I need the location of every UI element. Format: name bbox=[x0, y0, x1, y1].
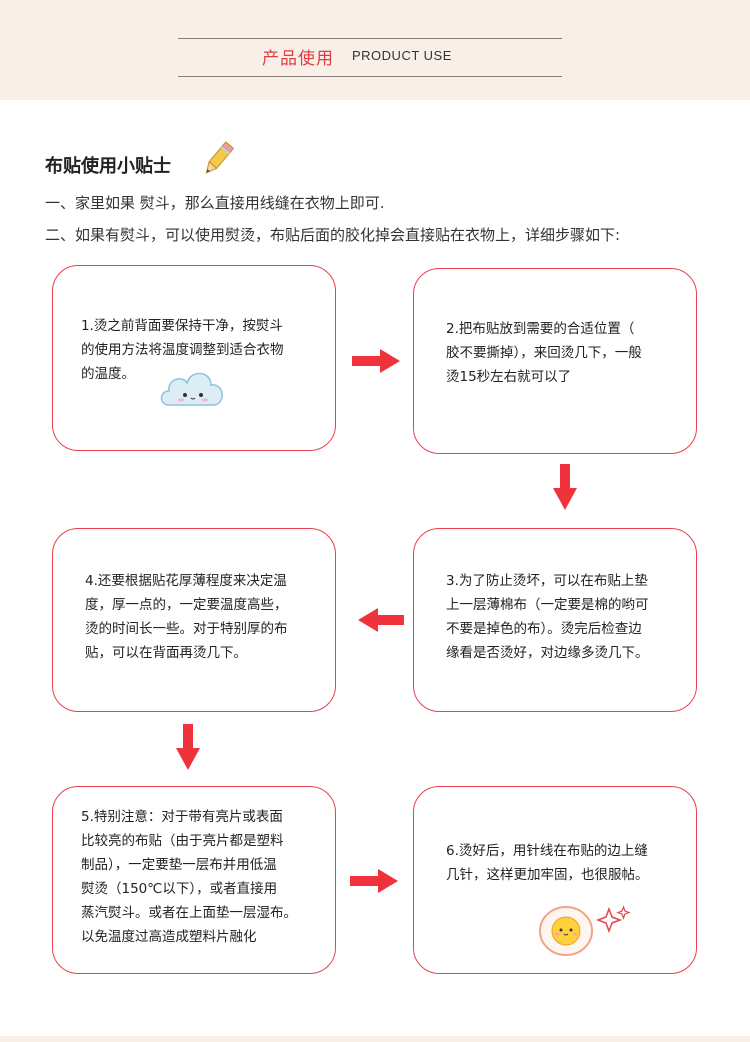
step-line: 几针，这样更加牢固，也很服帖。 bbox=[446, 867, 649, 883]
header-banner: 产品使用 PRODUCT USE bbox=[0, 0, 750, 100]
step-line: 的使用方法将温度调整到适合衣物 bbox=[81, 342, 284, 358]
step-line: 制品），一定要垫一层布并用低温 bbox=[81, 857, 277, 873]
step-text: 1.烫之前背面要保持干净，按熨斗 的使用方法将温度调整到适合衣物 的温度。 bbox=[81, 314, 317, 386]
step-card-2: 2.把布贴放到需要的合适位置（ 胶不要撕掉），来回烫几下，一般 烫15秒左右就可… bbox=[413, 268, 697, 454]
cloud-icon bbox=[160, 372, 223, 406]
step-line: 6.烫好后，用针线在布贴的边上缝 bbox=[446, 843, 648, 859]
step-line: 烫15秒左右就可以了 bbox=[446, 369, 572, 385]
divider-line bbox=[178, 38, 562, 39]
step-line: 度，厚一点的，一定要温度高些， bbox=[85, 597, 288, 613]
pencil-icon bbox=[205, 141, 235, 174]
step-line: 3.为了防止烫坏，可以在布贴上垫 bbox=[446, 573, 648, 589]
step-line: 比较亮的布贴（由于亮片都是塑料 bbox=[81, 833, 284, 849]
step-card-1: 1.烫之前背面要保持干净，按熨斗 的使用方法将温度调整到适合衣物 的温度。 bbox=[52, 265, 336, 451]
step-line: 熨烫（150℃以下），或者直接用 bbox=[81, 881, 278, 897]
intro-line-2: 二、如果有熨斗，可以使用熨烫，布贴后面的胶化掉会直接贴在衣物上，详细步骤如下: bbox=[45, 226, 621, 244]
step-line: 烫的时间长一些。对于特别厚的布 bbox=[85, 621, 288, 637]
step-line: 上一层薄棉布（一定要是棉的哟可 bbox=[446, 597, 649, 613]
step-line: 贴，可以在背面再烫几下。 bbox=[85, 645, 247, 661]
step-line: 4.还要根据贴花厚薄程度来决定温 bbox=[85, 573, 287, 589]
step-card-5: 5.特别注意：对于带有亮片或表面 比较亮的布贴（由于亮片都是塑料 制品），一定要… bbox=[52, 786, 336, 974]
step-card-3: 3.为了防止烫坏，可以在布贴上垫 上一层薄棉布（一定要是棉的哟可 不要是掉色的布… bbox=[413, 528, 697, 712]
arrow-left-icon bbox=[358, 608, 404, 632]
step-text: 4.还要根据贴花厚薄程度来决定温 度，厚一点的，一定要温度高些， 烫的时间长一些… bbox=[85, 569, 321, 665]
step-line: 5.特别注意：对于带有亮片或表面 bbox=[81, 809, 283, 825]
step-text: 5.特别注意：对于带有亮片或表面 比较亮的布贴（由于亮片都是塑料 制品），一定要… bbox=[81, 805, 321, 949]
step-line: 不要是掉色的布）。烫完后检查边 bbox=[446, 621, 642, 637]
step-text: 2.把布贴放到需要的合适位置（ 胶不要撕掉），来回烫几下，一般 烫15秒左右就可… bbox=[446, 317, 682, 389]
egg-icon bbox=[539, 905, 631, 956]
header-title-cn: 产品使用 bbox=[262, 49, 334, 69]
arrow-right-icon bbox=[352, 349, 400, 373]
section-title: 布贴使用小贴士 bbox=[45, 156, 171, 177]
step-line: 以免温度过高造成塑料片融化 bbox=[81, 929, 257, 945]
arrow-down-icon bbox=[176, 724, 200, 770]
arrow-down-icon bbox=[553, 464, 577, 510]
step-line: 胶不要撕掉），来回烫几下，一般 bbox=[446, 345, 642, 361]
step-card-4: 4.还要根据贴花厚薄程度来决定温 度，厚一点的，一定要温度高些， 烫的时间长一些… bbox=[52, 528, 336, 712]
divider-line bbox=[178, 76, 562, 77]
intro-line-1: 一、家里如果 熨斗，那么直接用线缝在衣物上即可. bbox=[45, 194, 385, 212]
step-line: 蒸汽熨斗。或者在上面垫一层湿布。 bbox=[81, 905, 297, 921]
step-line: 1.烫之前背面要保持干净，按熨斗 bbox=[81, 318, 283, 334]
step-card-6: 6.烫好后，用针线在布贴的边上缝 几针，这样更加牢固，也很服帖。 bbox=[413, 786, 697, 974]
bottom-band bbox=[0, 1036, 750, 1042]
step-line: 缘看是否烫好，对边缘多烫几下。 bbox=[446, 645, 649, 661]
arrow-right-icon bbox=[350, 869, 398, 893]
step-line: 2.把布贴放到需要的合适位置（ bbox=[446, 321, 635, 337]
step-text: 6.烫好后，用针线在布贴的边上缝 几针，这样更加牢固，也很服帖。 bbox=[446, 839, 686, 887]
header-title-en: PRODUCT USE bbox=[352, 48, 452, 63]
sparkle-icon bbox=[595, 905, 631, 934]
step-line: 的温度。 bbox=[81, 366, 135, 382]
step-text: 3.为了防止烫坏，可以在布贴上垫 上一层薄棉布（一定要是棉的哟可 不要是掉色的布… bbox=[446, 569, 686, 665]
